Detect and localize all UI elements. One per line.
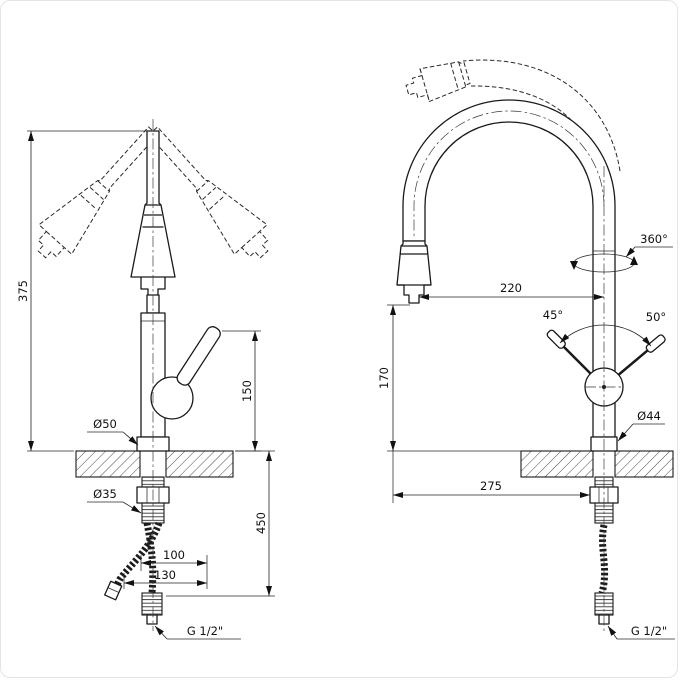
dim-label-thread-left: G 1/2" xyxy=(187,624,223,638)
dim-275: 275 xyxy=(392,451,590,503)
deck-section-left xyxy=(75,450,141,478)
spout-dashed-inner xyxy=(470,85,598,178)
dim-label-dia35: Ø35 xyxy=(93,487,117,501)
dim-label-dia50: Ø50 xyxy=(93,417,117,431)
deck-section-right xyxy=(614,450,674,478)
dim-label-450: 450 xyxy=(254,512,268,534)
leader-dia35: Ø35 xyxy=(87,487,142,514)
hose-connector xyxy=(104,580,123,601)
handle-ball-joint xyxy=(150,376,194,420)
dim-label-150: 150 xyxy=(240,380,254,402)
flex-hose-left xyxy=(112,521,163,589)
nut-facets xyxy=(146,487,160,503)
dim-450: 450 xyxy=(166,450,275,597)
deck-section-left xyxy=(520,450,594,478)
dim-label-275: 275 xyxy=(480,479,502,493)
spout-column xyxy=(402,99,616,438)
dim-label-170: 170 xyxy=(377,367,391,389)
dim-label-375: 375 xyxy=(16,280,30,302)
handle-levers xyxy=(546,329,666,379)
leader-thread-left: G 1/2" xyxy=(154,624,241,640)
dim-label-dia44: Ø44 xyxy=(637,409,661,423)
dim-50: 50° xyxy=(603,310,666,347)
dim-label-100: 100 xyxy=(163,548,185,562)
rotation-arrow-right xyxy=(630,256,638,265)
rotation-arrow-left xyxy=(570,261,578,270)
leader-dia44: Ø44 xyxy=(617,409,665,442)
deck-section-right xyxy=(165,450,234,478)
dim-label-45: 45° xyxy=(543,308,563,322)
hose-fitting xyxy=(141,592,163,616)
dim-label-130: 130 xyxy=(154,568,176,582)
spray-head xyxy=(130,130,176,298)
dim-label-50: 50° xyxy=(646,310,666,324)
dim-150: 150 xyxy=(222,330,261,452)
leader-dia50: Ø50 xyxy=(87,417,139,446)
flex-hose-right xyxy=(143,522,157,594)
right-view: 360° 220 170 45° 50° Ø44 xyxy=(377,56,675,640)
dim-170: 170 xyxy=(377,304,523,452)
dim-label-360: 360° xyxy=(640,232,668,246)
spray-head-dashed xyxy=(402,56,473,107)
spray-head xyxy=(396,240,432,304)
flex-hose xyxy=(598,524,609,594)
dim-375: 375 xyxy=(16,130,147,452)
dim-45: 45° xyxy=(543,308,605,344)
dim-130: 130 xyxy=(123,568,207,589)
dim-360: 360° xyxy=(570,232,673,273)
nut-facets xyxy=(598,487,609,503)
hose-fitting-tip xyxy=(146,614,158,625)
spout-centerline xyxy=(413,110,605,237)
leader-thread-right: G 1/2" xyxy=(607,624,675,640)
dim-220: 220 xyxy=(419,281,604,300)
handle-lever xyxy=(176,326,221,386)
left-view: 375 150 Ø50 Ø35 450 xyxy=(16,115,281,640)
spout-dashed-outer xyxy=(462,59,621,172)
dim-label-thread-right: G 1/2" xyxy=(631,624,667,638)
dim-label-220: 220 xyxy=(500,281,522,295)
